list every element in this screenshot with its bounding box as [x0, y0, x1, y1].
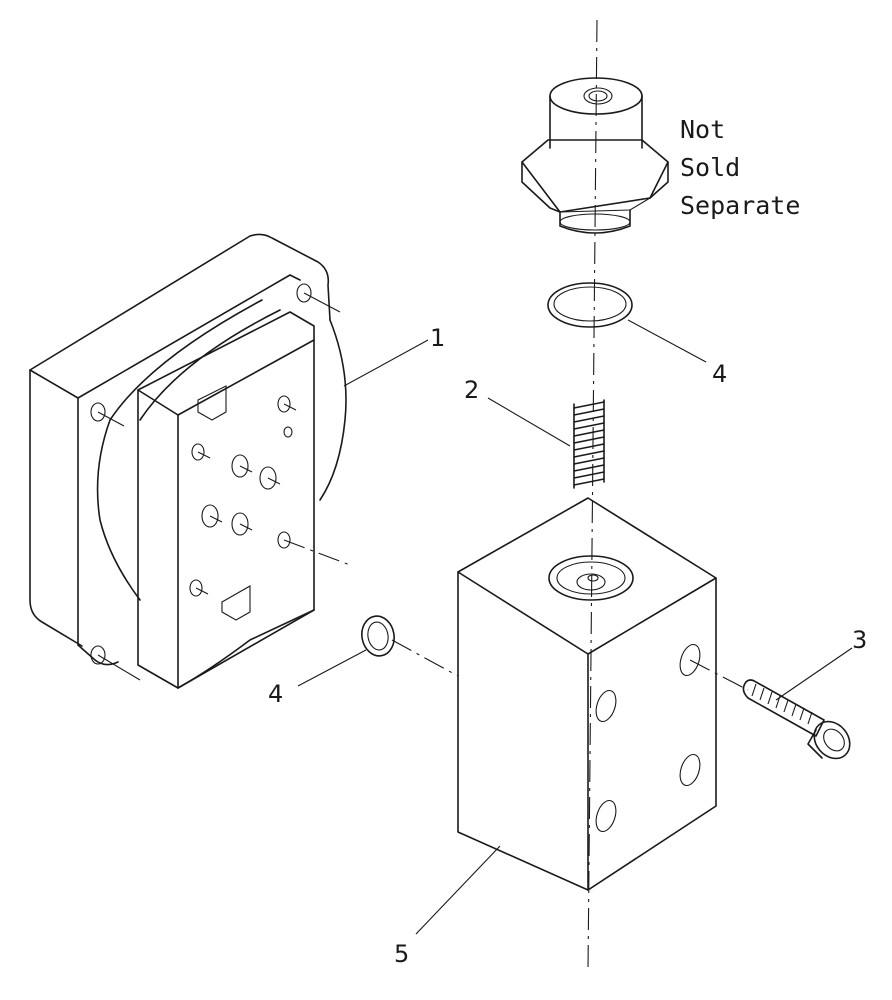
part-4-lower-oring	[361, 615, 395, 657]
note-line-3: Separate	[680, 191, 800, 220]
callout-3-label: 3	[852, 626, 867, 654]
callout-4-upper-label: 4	[712, 360, 727, 388]
callout-2-leader	[487, 397, 571, 447]
callout-3-leader	[775, 647, 853, 701]
screw-axis-line	[689, 659, 749, 691]
part-3-cap-screw	[742, 679, 851, 760]
part-1-manifold-base	[29, 233, 351, 689]
callout-4-lower-label: 4	[268, 680, 283, 708]
part-4-upper-washer	[547, 282, 633, 328]
oring-axis-line	[391, 639, 459, 677]
callout-2-label: 2	[464, 376, 479, 404]
callout-5-label: 5	[394, 940, 409, 968]
part-2-spring	[573, 399, 605, 489]
note-line-1: Not	[680, 115, 725, 144]
part-5-valve-block	[457, 497, 717, 891]
callout-1-leader	[343, 339, 429, 387]
assembly-axis-line	[587, 19, 598, 971]
callout-4-lower-leader	[297, 649, 367, 687]
fitting-not-sold-separate	[521, 77, 669, 234]
callout-5-leader	[415, 845, 501, 935]
callout-4-upper-leader	[627, 319, 707, 363]
callout-1-label: 1	[430, 324, 445, 352]
note-line-2: Sold	[680, 153, 740, 182]
